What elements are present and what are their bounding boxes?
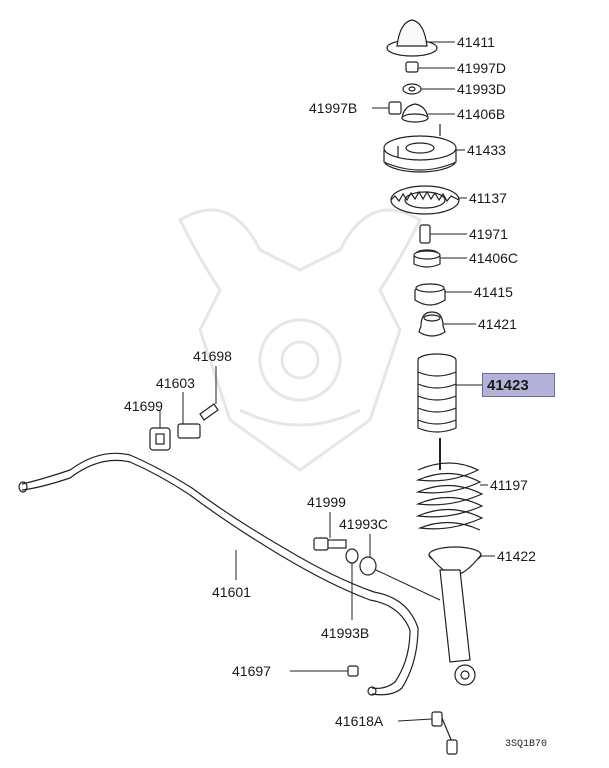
part-41993C-bushing xyxy=(359,556,377,576)
part-41421-cover xyxy=(418,311,446,337)
label-41993C: 41993C xyxy=(339,516,389,532)
label-41197: 41197 xyxy=(490,477,528,493)
label-41422: 41422 xyxy=(497,548,536,564)
part-41993B-washer xyxy=(345,548,359,564)
part-41699-bushing xyxy=(149,427,171,451)
label-41997B: 41997B xyxy=(309,100,358,116)
label-41997D: 41997D xyxy=(457,60,507,76)
part-41601-stabilizer-bar xyxy=(18,452,419,696)
part-41618A-stabilizer-link xyxy=(431,711,458,755)
part-41971-collar xyxy=(419,224,431,244)
leader-lines xyxy=(159,41,495,722)
label-41993D: 41993D xyxy=(457,81,507,97)
watermark-logo xyxy=(178,208,422,472)
label-41697: 41697 xyxy=(232,663,271,679)
part-41423-dust-boot xyxy=(417,353,457,433)
part-41411-dust-cap xyxy=(386,19,438,57)
label-41406B: 41406B xyxy=(457,106,506,122)
part-41433-strut-mount xyxy=(383,124,457,173)
label-41618A: 41618A xyxy=(335,713,384,729)
label-41993B: 41993B xyxy=(321,625,370,641)
label-41971: 41971 xyxy=(469,226,508,242)
part-41603-bracket xyxy=(177,423,201,439)
part-41697-nut xyxy=(347,665,359,677)
part-41997D-nut xyxy=(405,61,419,73)
label-41137: 41137 xyxy=(469,190,507,206)
label-41699: 41699 xyxy=(124,398,163,414)
part-41406C-bushing xyxy=(413,249,441,268)
part-41406B-bushing xyxy=(401,103,429,123)
part-41415-bump-stopper xyxy=(414,283,446,306)
label-41603: 41603 xyxy=(156,375,195,391)
label-41601: 41601 xyxy=(212,584,251,600)
part-41993D-washer xyxy=(402,83,422,95)
label-41421: 41421 xyxy=(478,316,517,332)
part-41197-coil-spring xyxy=(415,438,484,531)
highlighted-part-41423[interactable]: 41423 xyxy=(482,373,555,397)
label-41698: 41698 xyxy=(193,348,232,364)
label-41423: 41423 xyxy=(487,377,529,394)
part-41997B-nut xyxy=(388,101,402,115)
part-41999-bolt xyxy=(313,537,347,551)
label-41999: 41999 xyxy=(307,494,346,510)
label-41415: 41415 xyxy=(474,284,513,300)
part-41137-spring-seat xyxy=(390,185,460,215)
label-41411: 41411 xyxy=(457,34,495,50)
label-41433: 41433 xyxy=(467,142,506,158)
part-41698-bolt xyxy=(199,403,219,421)
figure-code: 3SQ1B70 xyxy=(505,739,548,750)
part-41422-shock-absorber xyxy=(428,546,482,686)
label-41406C: 41406C xyxy=(469,250,519,266)
